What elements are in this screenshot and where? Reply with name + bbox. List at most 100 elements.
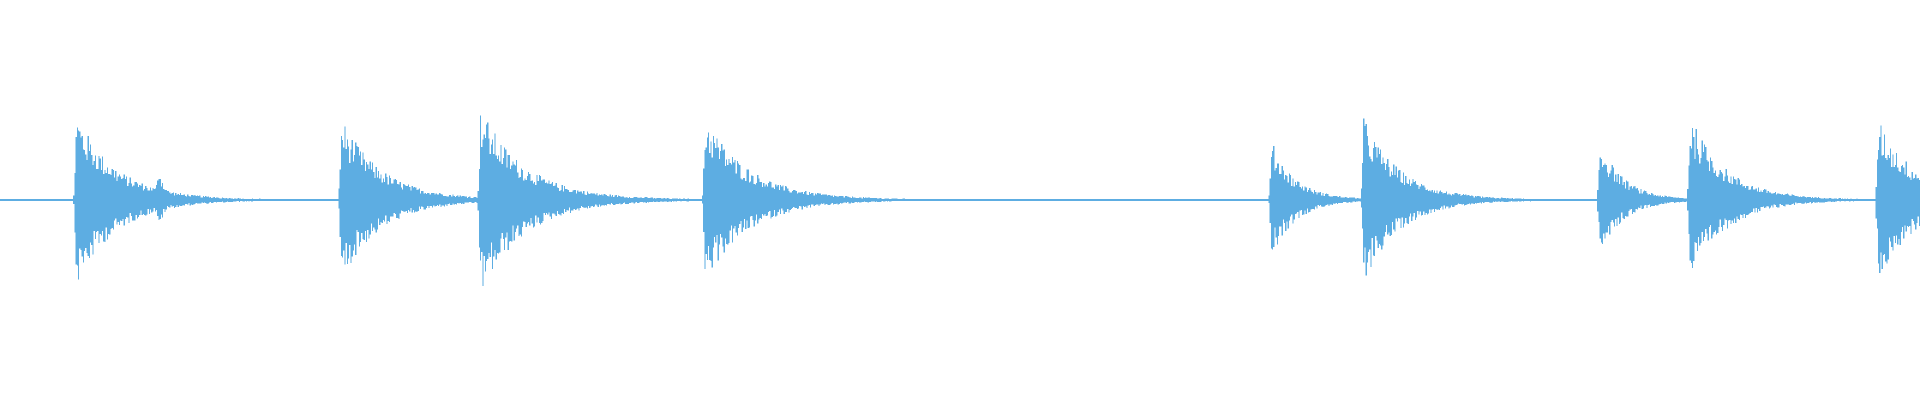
waveform-sample [115,170,117,219]
waveform-sample [200,197,202,204]
waveform-sample [1137,198,1139,202]
waveform-sample [590,192,592,207]
waveform-sample [1663,196,1665,205]
waveform-sample [656,197,658,202]
waveform-sample [1172,198,1174,201]
waveform-sample [1212,198,1214,201]
waveform-sample [1665,196,1667,204]
waveform-sample [118,174,120,225]
waveform-sample [105,173,107,228]
waveform-sample [1812,196,1814,203]
waveform-sample [520,168,522,237]
waveform-sample [1718,174,1720,227]
waveform-sample [1773,192,1775,205]
waveform-sample [230,198,232,202]
waveform-sample [1594,198,1596,201]
waveform-sample [308,199,310,201]
waveform-sample [1868,198,1870,201]
waveform-sample [1149,199,1151,201]
waveform-sample [92,164,94,255]
waveform-sample [592,193,594,208]
waveform-sample [867,197,869,203]
waveform-sample [355,142,357,256]
waveform-sample [1352,197,1354,202]
waveform-sample [124,178,126,219]
waveform-sample [1692,127,1694,269]
waveform-sample [315,199,317,201]
waveform-sample [270,199,272,202]
waveform-sample [289,199,291,202]
waveform-sample [1652,194,1654,206]
waveform-sample [631,197,633,203]
waveform-sample [31,198,33,201]
waveform-sample [1058,199,1060,202]
waveform-sample [145,186,147,216]
waveform-sample [1914,177,1916,225]
waveform-samples [0,115,1920,287]
waveform-sample [789,192,791,210]
waveform-sample [1328,196,1330,206]
waveform-sample [106,167,108,240]
waveform-sample [1908,175,1910,227]
waveform-sample [356,146,358,231]
waveform-sample [450,195,452,206]
waveform-sample [1426,189,1428,215]
waveform-sample [505,149,507,238]
waveform-sample [1604,163,1606,239]
waveform-sample [578,192,580,211]
waveform-sample [586,191,588,209]
waveform-sample [822,194,824,205]
waveform-sample [546,182,548,213]
waveform-sample [1009,199,1011,202]
waveform-sample [195,195,197,203]
waveform-sample [252,198,254,202]
waveform-sample [1387,158,1389,235]
waveform-sample [182,194,184,206]
waveform-sample [838,195,840,204]
waveform-sample [890,198,892,202]
waveform-sample [706,137,708,260]
waveform-sample [1695,128,1697,243]
waveform-sample [1788,194,1790,205]
waveform-sample [40,198,42,201]
waveform-sample [114,177,116,221]
waveform-sample [410,190,412,209]
waveform-sample [1382,157,1384,246]
waveform-sample [1846,198,1848,202]
waveform-sample [333,198,335,201]
waveform-sample [808,191,810,206]
waveform-sample [36,199,38,201]
waveform-sample [606,195,608,206]
waveform-sample [370,169,372,224]
waveform-sample [818,193,820,206]
waveform-sample [748,182,750,228]
waveform-sample [721,143,723,238]
waveform-sample [1369,156,1371,250]
waveform-sample [1213,198,1215,201]
waveform-sample [460,196,462,204]
waveform-sample [942,198,944,201]
waveform-sample [1484,197,1486,203]
waveform-sample [142,190,144,215]
waveform-sample [735,173,737,233]
waveform-sample [1370,159,1372,267]
waveform-sample [1753,189,1755,209]
waveform-sample [70,198,72,202]
waveform-sample [1399,169,1401,219]
waveform-sample [54,198,56,202]
waveform-sample [367,164,369,231]
waveform-sample [38,199,40,201]
waveform-sample [1231,198,1233,202]
waveform-sample [1471,195,1473,204]
waveform-sample [994,199,996,201]
waveform-sample [219,198,221,202]
waveform-sample [1210,198,1212,201]
waveform-sample [1782,193,1784,205]
waveform-sample [1486,196,1488,203]
waveform-sample [892,198,894,202]
waveform-sample [858,197,860,202]
waveform-sample [382,178,384,221]
waveform-sample [705,147,707,255]
